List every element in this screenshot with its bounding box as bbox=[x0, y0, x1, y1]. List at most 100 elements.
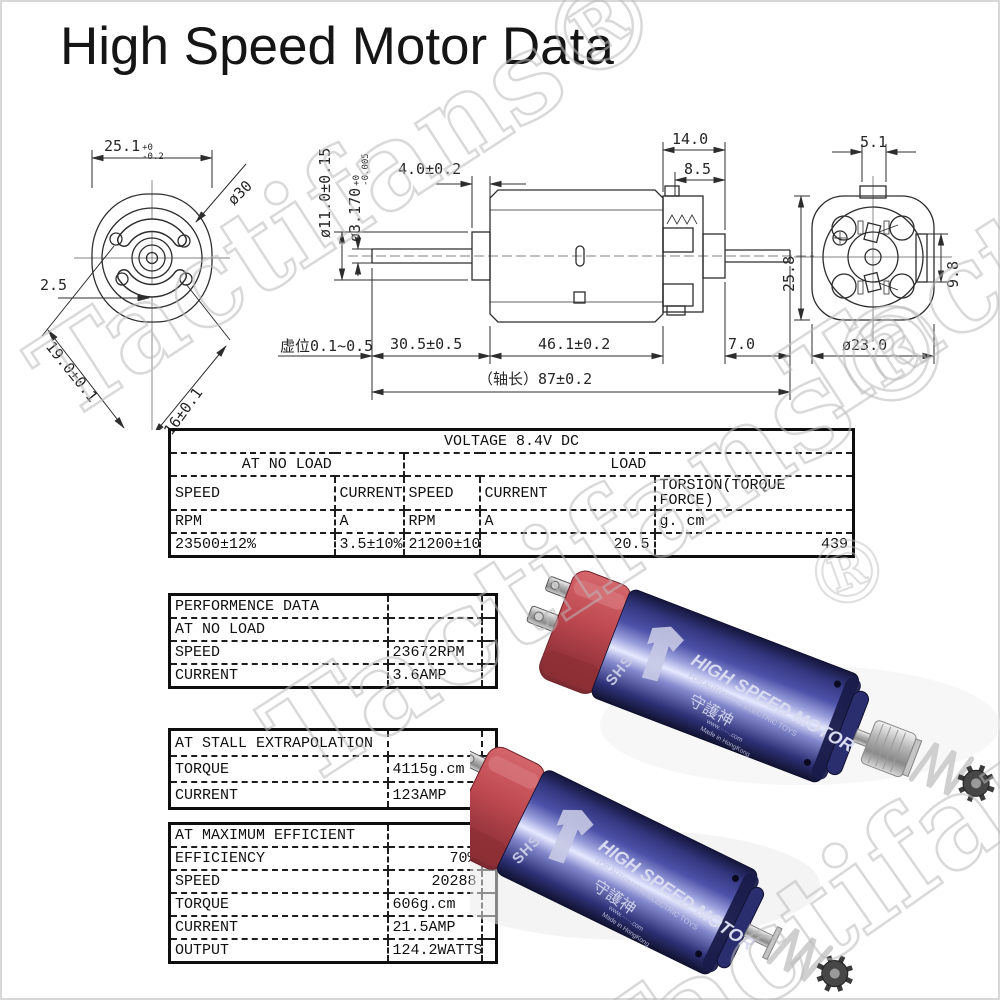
table-title-cell: PERFORMENCE DATA bbox=[168, 593, 389, 619]
dim-side-endcap-inner-length: 8.5 bbox=[684, 160, 712, 178]
table-row: SPEED CURRENT SPEED CURRENT TORSION(TORQ… bbox=[168, 475, 855, 511]
shs-tshirt-logo bbox=[641, 626, 684, 682]
table-row: AT NO LOAD bbox=[168, 617, 498, 642]
empty-cell bbox=[480, 640, 498, 665]
dim-rear-body-height: 25.8 bbox=[780, 255, 798, 292]
label-cell: CURRENT bbox=[168, 781, 389, 810]
label-cell: SPEED bbox=[168, 640, 389, 665]
table-row: SPEED 23672RPM bbox=[168, 640, 498, 665]
table-row: AT STALL EXTRAPOLATION bbox=[168, 728, 498, 757]
dim-side-body-length: 46.1±0.2 bbox=[538, 335, 611, 353]
dim-front-width: 25.1+0-0.2 bbox=[104, 137, 164, 162]
label-cell: EFFICIENCY bbox=[168, 846, 389, 871]
value-cell: 21.5AMP bbox=[386, 915, 483, 940]
motor-spring bbox=[908, 741, 975, 796]
motor-spring bbox=[766, 927, 834, 982]
value-cell: 439 bbox=[653, 532, 855, 558]
dim-side-axial-play: 虚位0.1~0.5 bbox=[280, 337, 374, 355]
value-cell: 4115g.cm bbox=[386, 755, 483, 783]
table-title-cell: AT MAXIMUM EFFICIENT bbox=[168, 822, 389, 848]
page-title: High Speed Motor Data bbox=[60, 17, 614, 76]
motor-photos: SHS HIGH SPEED MOTOR FOR AUTOMATIC ELECT… bbox=[470, 570, 1000, 992]
value-cell: 123AMP bbox=[386, 781, 483, 810]
label-cell: CURRENT bbox=[168, 915, 389, 940]
dim-rear-slot-height: 9.8 bbox=[944, 260, 962, 288]
voltage-title-cell: VOLTAGE 8.4V DC bbox=[168, 428, 855, 454]
dim-side-front-shaft-length: 30.5±0.5 bbox=[390, 335, 463, 353]
unit-cell: g. cm bbox=[653, 509, 855, 534]
dim-side-rear-shaft-length: 7.0 bbox=[728, 335, 756, 353]
stall-table: AT STALL EXTRAPOLATION TORQUE 4115g.cm C… bbox=[168, 728, 498, 810]
group-header-cell: AT NO LOAD bbox=[168, 452, 405, 477]
table-row: CURRENT 21.5AMP bbox=[168, 915, 498, 940]
table-row: CURRENT 123AMP bbox=[168, 781, 498, 810]
empty-cell bbox=[386, 728, 483, 757]
value-cell: 23500±12% bbox=[168, 532, 336, 558]
empty-cell bbox=[480, 938, 498, 964]
performance-table: PERFORMENCE DATA AT NO LOAD SPEED 23672R… bbox=[168, 593, 498, 689]
table-row: OUTPUT 124.2WATTS bbox=[168, 938, 498, 964]
dim-rear-diameter: ø23.0 bbox=[842, 336, 888, 354]
motor-photo-short: SHS HIGH SPEED MOTOR FOR AUTOMATIC ELECT… bbox=[470, 746, 853, 992]
drawing-rear-view bbox=[794, 144, 952, 364]
value-cell: 20.5 bbox=[478, 532, 656, 558]
dim-side-endcap-length: 14.0 bbox=[672, 130, 709, 148]
motor-shaft-adapter bbox=[860, 720, 923, 778]
table-row: PERFORMENCE DATA bbox=[168, 593, 498, 619]
unit-cell: RPM bbox=[402, 509, 481, 534]
table-subtitle-cell: AT NO LOAD bbox=[168, 617, 389, 642]
label-cell: CURRENT bbox=[168, 663, 389, 689]
motor-terminals bbox=[526, 576, 575, 633]
label-cell: SPEED bbox=[168, 869, 389, 894]
dim-side-total-shaft-length: （轴长）87±0.2 bbox=[478, 370, 593, 388]
dim-side-shaft-diameter: ø3.170+0-0.005 bbox=[346, 153, 371, 242]
value-cell: 70% bbox=[386, 846, 483, 871]
max-efficiency-table: AT MAXIMUM EFFICIENT EFFICIENCY 70% SPEE… bbox=[168, 822, 498, 964]
unit-cell: A bbox=[478, 509, 656, 534]
col-header-cell: SPEED bbox=[168, 475, 336, 511]
table-row: RPM A RPM A g. cm bbox=[168, 509, 855, 534]
value-cell: 124.2WATTS bbox=[386, 938, 483, 964]
table-row: EFFICIENCY 70% bbox=[168, 846, 498, 871]
table-row: VOLTAGE 8.4V DC bbox=[168, 428, 855, 454]
value-cell: 21200±10% bbox=[402, 532, 481, 558]
technical-drawing bbox=[41, 142, 952, 430]
dim-side-collar-diameter: ø11.0±0.15 bbox=[316, 147, 334, 238]
col-header-cell: CURRENT bbox=[478, 475, 656, 511]
drawing-side-view bbox=[278, 142, 814, 400]
dim-rear-tab-width: 5.1 bbox=[860, 133, 888, 151]
motor-pinion-gear bbox=[957, 764, 995, 802]
table-row: AT MAXIMUM EFFICIENT bbox=[168, 822, 498, 848]
value-cell: 23672RPM bbox=[386, 640, 483, 665]
empty-cell bbox=[386, 822, 483, 848]
voltage-table: VOLTAGE 8.4V DC AT NO LOAD LOAD SPEED CU… bbox=[168, 428, 856, 558]
empty-cell bbox=[480, 663, 498, 689]
label-cell: TORQUE bbox=[168, 755, 389, 783]
value-cell: 3.5±10% bbox=[333, 532, 405, 558]
col-header-cell: TORSION(TORQUE FORCE) bbox=[653, 475, 855, 511]
motor-pinion-gear bbox=[816, 955, 853, 992]
dim-side-collar-length: 4.0±0.2 bbox=[398, 160, 462, 178]
table-row: SPEED 20288 bbox=[168, 869, 498, 894]
unit-cell: RPM bbox=[168, 509, 336, 534]
label-cell: TORQUE bbox=[168, 892, 389, 917]
label-cell: OUTPUT bbox=[168, 938, 389, 964]
group-header-cell: LOAD bbox=[402, 452, 855, 477]
value-cell: 20288 bbox=[386, 869, 483, 894]
table-row: TORQUE 4115g.cm bbox=[168, 755, 498, 783]
table-row: CURRENT 3.6AMP bbox=[168, 663, 498, 689]
col-header-cell: CURRENT bbox=[333, 475, 405, 511]
table-row: AT NO LOAD LOAD bbox=[168, 452, 855, 477]
empty-cell bbox=[386, 593, 483, 619]
col-header-cell: SPEED bbox=[402, 475, 481, 511]
motor-photo-long: SHS HIGH SPEED MOTOR FOR AUTOMATIC ELECT… bbox=[526, 570, 995, 802]
value-cell: 3.6AMP bbox=[386, 663, 483, 689]
dim-front-center-offset: 2.5 bbox=[40, 276, 68, 294]
shs-tshirt-logo bbox=[548, 809, 594, 864]
table-title-cell: AT STALL EXTRAPOLATION bbox=[168, 728, 389, 757]
unit-cell: A bbox=[333, 509, 405, 534]
empty-cell bbox=[386, 617, 483, 642]
table-row: TORQUE 606g.cm bbox=[168, 892, 498, 917]
empty-cell bbox=[480, 617, 498, 642]
